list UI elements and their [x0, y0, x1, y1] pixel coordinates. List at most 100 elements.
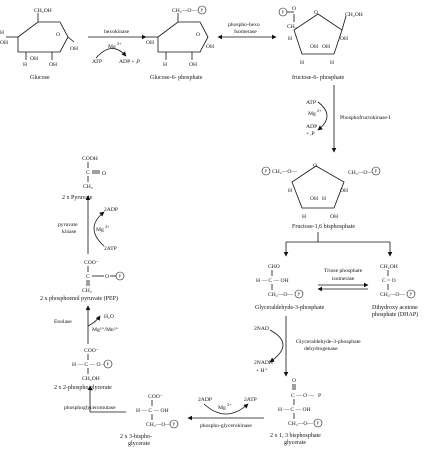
pgm-label: phosphoglyceromutase [64, 405, 116, 411]
svg-text:P: P [265, 169, 268, 174]
svg-text:Mg: Mg [108, 44, 116, 50]
svg-text:2ADP: 2ADP [198, 397, 212, 403]
svg-text:P: P [375, 169, 378, 174]
glucose-ring [17, 21, 69, 53]
svg-text:ATP: ATP [306, 100, 316, 106]
svg-text:C: C [86, 170, 90, 176]
g6p-structure: CH₂—O— P O OH H OH OH Glucose-6- phospha… [146, 5, 214, 81]
phi-label-1: phospho-hexo [228, 22, 260, 28]
glucose-ch2oh: CH₂OH [34, 8, 52, 14]
tpi-step: Triose phosphate isomerase [317, 268, 369, 292]
gapdh-label-1: Glyceraldehyde-3-phosphate [296, 339, 361, 345]
svg-text:P: P [119, 274, 122, 279]
svg-text:CH₂OH: CH₂OH [345, 12, 363, 18]
phi-step: phospho-hexo Isomerase [217, 22, 277, 40]
svg-text:Mg²⁺/Mn²⁺: Mg²⁺/Mn²⁺ [92, 326, 118, 333]
dhap-label-2: phosphate (DHAP) [372, 311, 418, 318]
svg-text:OH: OH [340, 36, 348, 42]
svg-text:COOH: COOH [82, 156, 98, 162]
f6p-label: fructose-6- phosphate [292, 74, 344, 81]
svg-text:P: P [318, 393, 321, 399]
svg-text:O: O [292, 378, 296, 384]
svg-text:O: O [314, 10, 318, 16]
svg-text:2+: 2+ [117, 41, 122, 46]
pg3-structure: COO⁻ H — C — OH CH₂—O— P 2 x 3-bispho- g… [120, 394, 179, 447]
f16bp-ring [291, 165, 345, 209]
svg-text:+ H⁺: + H⁺ [256, 367, 268, 374]
phi-label-2: Isomerase [234, 29, 257, 35]
svg-text:OH: OH [322, 44, 330, 50]
hexokinase-step: hexokinase ATP Mg 2+ ADP + ᵢP [88, 29, 147, 65]
svg-text:H — C — OH: H — C — OH [256, 278, 289, 284]
svg-text:H: H [288, 188, 292, 194]
svg-text:2ADP: 2ADP [104, 207, 118, 213]
bpg13-structure: O C — O — P H — C — OH CH₂—O— P 2 x 1, 3… [270, 378, 323, 446]
svg-text:OH: OH [49, 62, 57, 68]
svg-text:O: O [105, 274, 109, 280]
svg-text:O: O [102, 171, 106, 177]
svg-text:CH₂—O—: CH₂—O— [288, 421, 313, 427]
svg-text:CHO: CHO [268, 264, 280, 270]
g6p-label: Glucose-6- phosphate [150, 75, 203, 81]
svg-text:H₂O: H₂O [104, 314, 114, 320]
pg2-label: 2 x 2-phospho glycerate [54, 385, 112, 391]
svg-text:CH₂—O—: CH₂—O— [172, 8, 197, 14]
svg-text:COO⁻: COO⁻ [148, 394, 163, 400]
pgk-step: 2ADP 2ATP Mg 2+ phospho-glycerokinase [187, 397, 264, 429]
pfk-label: Phosphofructokinase-I [340, 114, 391, 121]
atp-label: ATP [92, 59, 102, 65]
svg-text:C — O —: C — O — [291, 393, 315, 399]
svg-text:P: P [201, 8, 204, 13]
svg-text:2+: 2+ [227, 402, 232, 407]
pk-step: 2ADP 2ATP Mg 2+ pyruvate kinase [58, 195, 118, 254]
svg-text:P: P [282, 10, 285, 15]
svg-text:CH₂OH: CH₂OH [380, 264, 398, 270]
svg-text:OH: OH [189, 62, 197, 68]
svg-text:H: H [300, 60, 304, 66]
glucose-structure: CH₂OH O H OH H OH OH OH Glucose [0, 8, 78, 81]
pgm-step: phosphoglyceromutase [64, 385, 126, 413]
pk-label-2: kinase [62, 229, 77, 235]
f16bp-structure: O P CH₂—O— H OH CH₂—O— P H OH OH H Fruct… [261, 163, 381, 230]
dhap-structure: CH₂OH C = O CH₂—O— P Dihydroxy acetone p… [372, 264, 418, 318]
glucose-label: Glucose [30, 75, 50, 81]
svg-text:H: H [322, 196, 326, 202]
svg-text:2+: 2+ [105, 224, 110, 229]
pep-structure: COO⁻ C O P CH₂ 2 x phosphoenol pyruvate … [40, 260, 125, 302]
hexokinase-label: hexokinase [104, 29, 130, 35]
svg-text:CH₃: CH₃ [83, 184, 93, 190]
pk-label-1: pyruvate [58, 222, 78, 228]
tpi-label-1: Triose phosphate [324, 268, 363, 274]
svg-text:H — C — O —: H — C — O — [72, 362, 108, 368]
svg-text:OH: OH [0, 40, 8, 46]
svg-text:P: P [107, 362, 110, 367]
svg-text:O: O [292, 6, 296, 12]
svg-text:H — C — OH: H — C — OH [278, 407, 311, 413]
svg-text:H — C — OH: H — C — OH [136, 408, 169, 414]
svg-text:H: H [23, 62, 27, 68]
svg-text:P: P [173, 422, 176, 427]
dhap-label-1: Dihydroxy acetone [372, 305, 418, 311]
bpg13-label-1: 2 x 1, 3 bisphosphate [270, 433, 321, 439]
svg-text:P: P [298, 292, 301, 297]
svg-text:OH: OH [340, 188, 348, 194]
svg-text:H: H [302, 214, 306, 220]
svg-text:CH₂OH: CH₂OH [82, 376, 100, 382]
gapdh-step: 2NAD 2NADH + H⁺ Glyceraldehyde-3-phospha… [254, 316, 361, 377]
pfk-step: ATP Mg 2+ ADP + ᵢP Phosphofructokinase-I [306, 85, 391, 153]
svg-text:O: O [313, 163, 317, 169]
f6p-structure: O P O CH₂ H OH CH₂OH H H OH OH fructose-… [278, 6, 363, 81]
svg-text:OH: OH [30, 56, 38, 62]
svg-text:2+: 2+ [317, 108, 322, 113]
svg-text:P: P [317, 421, 320, 426]
pg3-label-1: 2 x 3-bispho- [120, 434, 152, 440]
gapdh-label-2: dehydrogenase [304, 346, 338, 352]
svg-text:CH₂: CH₂ [82, 288, 92, 294]
svg-text:2NAD: 2NAD [254, 326, 269, 332]
svg-text:CH₂—O—: CH₂—O— [272, 169, 297, 175]
glucose-ring-o: O [56, 32, 60, 38]
svg-text:Mg: Mg [308, 111, 316, 117]
phosphate-circle [197, 5, 207, 15]
pg2-structure: COO⁻ H — C — O — P CH₂OH 2 x 2-phospho g… [54, 348, 113, 391]
pyruvate-label: 2 x Pyruvate [62, 195, 93, 201]
